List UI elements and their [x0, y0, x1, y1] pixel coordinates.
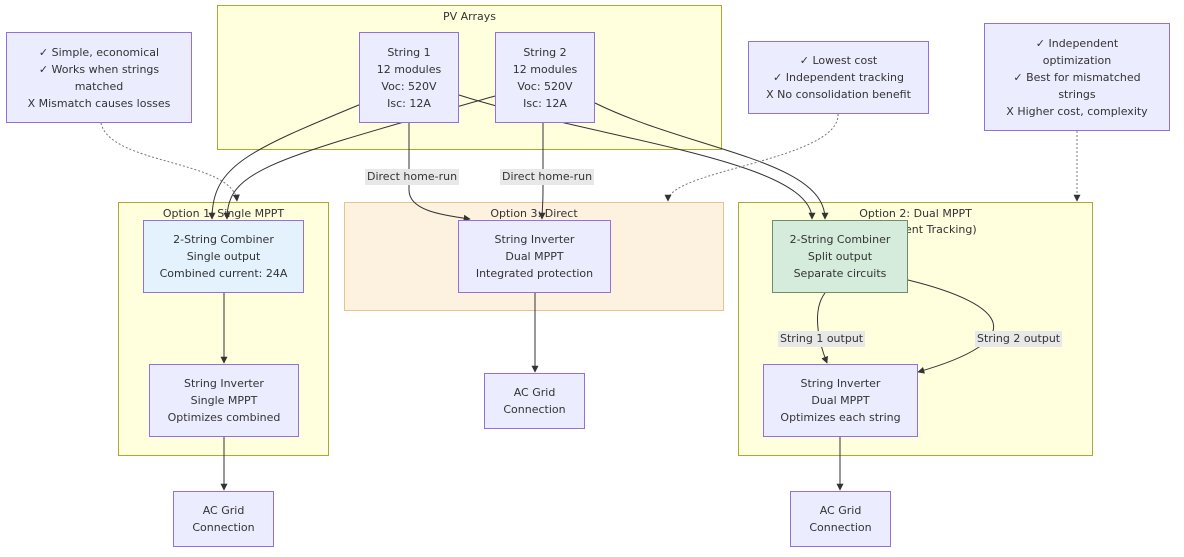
inverter2-node: String Inverter Dual MPPT Optimizes each…	[763, 364, 918, 437]
option3-title: Option 3: Direct	[490, 207, 578, 220]
edge-label-home-run-1: Direct home-run	[365, 169, 460, 185]
option2-title-continued: ent Tracking)	[905, 223, 977, 236]
combiner1-node: 2-String Combiner Single output Combined…	[143, 220, 304, 293]
option2-title: Option 2: Dual MPPT	[859, 207, 972, 220]
note-option2: ✓ Independent optimization ✓ Best for mi…	[984, 23, 1170, 131]
edge-label-home-run-2: Direct home-run	[500, 169, 595, 185]
inverter1-node: String Inverter Single MPPT Optimizes co…	[149, 364, 299, 437]
note-option3: ✓ Lowest cost ✓ Independent tracking X N…	[748, 41, 929, 114]
string1-node: String 1 12 modules Voc: 520V Isc: 12A	[359, 32, 459, 123]
pv-arrays-title: PV Arrays	[442, 10, 496, 23]
string2-node: String 2 12 modules Voc: 520V Isc: 12A	[495, 32, 595, 123]
grid3-node: AC Grid Connection	[484, 373, 585, 429]
inverter3-node: String Inverter Dual MPPT Integrated pro…	[458, 220, 611, 293]
grid1-node: AC Grid Connection	[173, 491, 274, 547]
option1-title: Option 1: Single MPPT	[162, 207, 285, 220]
combiner2-node: 2-String Combiner Split output Separate …	[772, 220, 908, 293]
edge-label-string1-output: String 1 output	[778, 331, 866, 347]
grid2-node: AC Grid Connection	[790, 491, 891, 547]
note-option1: ✓ Simple, economical ✓ Works when string…	[6, 32, 192, 123]
edge-label-string2-output: String 2 output	[975, 331, 1063, 347]
pv-arrays-cluster: PV Arrays	[217, 5, 722, 150]
